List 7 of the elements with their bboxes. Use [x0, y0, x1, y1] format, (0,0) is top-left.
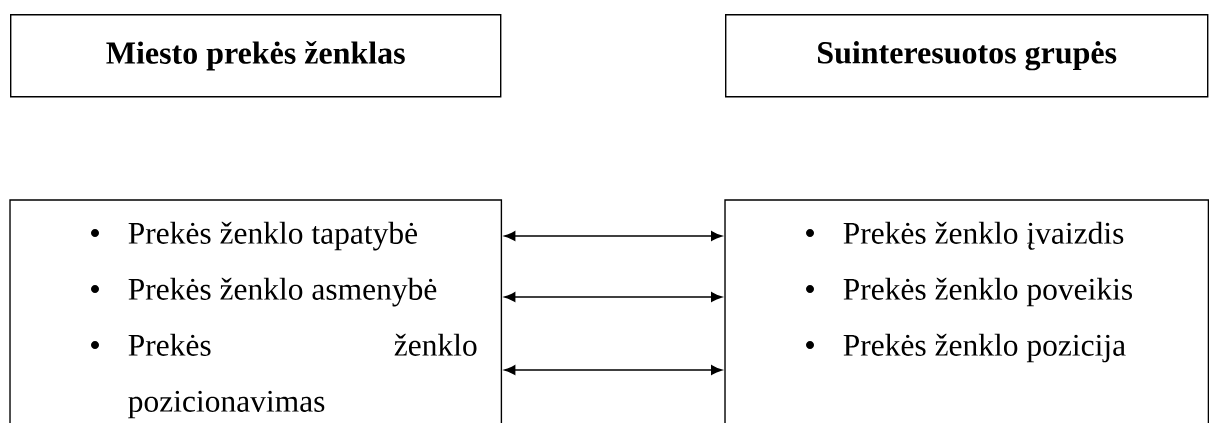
title-box: Miesto prekės ženklas — [10, 14, 502, 98]
list-box: Prekės ženklo tapatybė Prekės ženklo asmenybė Prekės ženklo pozicionavimas — [9, 199, 503, 423]
list-box: Prekės ženklo įvaizdis Prekės ženklo poveikis Prekės ženklo pozicija — [724, 199, 1209, 423]
title-box: Suinteresuotos grupės — [725, 14, 1209, 98]
double-arrow — [504, 292, 723, 302]
double-arrow — [504, 231, 723, 241]
double-arrow — [504, 365, 723, 375]
